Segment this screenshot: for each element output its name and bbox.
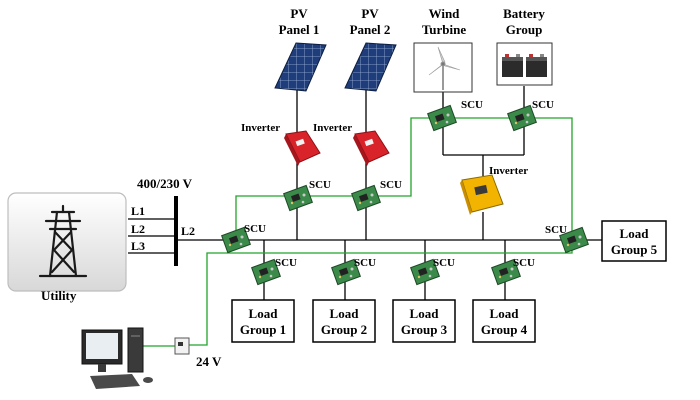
- pv-panel-1: PV Panel 1: [274, 6, 327, 92]
- wind-title-line1: Wind: [429, 6, 461, 21]
- l2-input-label: L2: [131, 222, 145, 236]
- usb-adapter-icon: [174, 337, 190, 355]
- inverter-common-label: Inverter: [489, 165, 528, 177]
- inverter-pv2-label: Inverter: [313, 122, 352, 134]
- load-group-1: Load Group 1: [231, 299, 295, 343]
- load2-line1: Load: [330, 306, 360, 321]
- battery-title-line1: Battery: [503, 6, 545, 21]
- solar-panel-icon: [344, 42, 397, 92]
- load5-line1: Load: [620, 226, 650, 241]
- load5-line2: Group 5: [611, 242, 658, 257]
- solar-panel-icon: [274, 42, 327, 92]
- scu-board-icon: [351, 184, 381, 212]
- inverter-icon: [460, 174, 504, 215]
- utility-pylon-icon: [38, 204, 88, 278]
- inverter-pv1-label: Inverter: [241, 122, 280, 134]
- load3-line1: Load: [410, 306, 440, 321]
- load1-line2: Group 1: [240, 322, 286, 337]
- load3-line2: Group 3: [401, 322, 448, 337]
- scu-label: SCU: [545, 224, 567, 236]
- pv-panel-2: PV Panel 2: [344, 6, 397, 92]
- vertical-busbar: [174, 196, 178, 266]
- scu-label: SCU: [244, 223, 266, 235]
- load-group-5: Load Group 5: [601, 220, 667, 262]
- load-group-4: Load Group 4: [472, 299, 536, 343]
- load2-line2: Group 2: [321, 322, 367, 337]
- inverter-icon: [353, 130, 390, 166]
- scu-label: SCU: [513, 257, 535, 269]
- l3-label: L3: [131, 239, 145, 253]
- scu-unit: [351, 184, 381, 212]
- load-group-3: Load Group 3: [392, 299, 456, 343]
- scu-label: SCU: [354, 257, 376, 269]
- scu-label: SCU: [433, 257, 455, 269]
- pv2-title-line1: PV: [361, 6, 379, 21]
- pv2-title-line2: Panel 2: [350, 22, 391, 37]
- load4-line2: Group 4: [481, 322, 528, 337]
- utility-label: Utility: [41, 288, 77, 303]
- scu-label: SCU: [461, 99, 483, 111]
- pv1-title-line2: Panel 1: [279, 22, 320, 37]
- scu-label: SCU: [532, 99, 554, 111]
- inverter-pv1: Inverter: [241, 122, 321, 166]
- battery-group: Battery Group: [496, 6, 553, 86]
- voltage-control-label: 24 V: [196, 354, 222, 369]
- wind-turbine-icon: [428, 46, 461, 90]
- load4-line1: Load: [490, 306, 520, 321]
- scu-board-icon: [427, 104, 457, 132]
- inverter-common: Inverter: [460, 165, 528, 215]
- load-group-2: Load Group 2: [312, 299, 376, 343]
- utility-block: Utility: [7, 192, 127, 303]
- scu-label: SCU: [275, 257, 297, 269]
- inverter-icon: [284, 130, 321, 166]
- l2-bus-label: L2: [181, 224, 195, 238]
- l1-label: L1: [131, 204, 145, 218]
- voltage-main-label: 400/230 V: [137, 176, 193, 191]
- wind-turbine: Wind Turbine: [413, 6, 473, 93]
- scu-unit: [427, 104, 457, 132]
- scu-label: SCU: [380, 179, 402, 191]
- battery-icon: [502, 54, 547, 77]
- scu-label: SCU: [309, 179, 331, 191]
- computer-icon: [81, 327, 153, 389]
- load1-line1: Load: [249, 306, 279, 321]
- battery-title-line2: Group: [506, 22, 543, 37]
- wind-title-line2: Turbine: [422, 22, 467, 37]
- inverter-pv2: Inverter: [313, 122, 390, 166]
- pv1-title-line1: PV: [290, 6, 308, 21]
